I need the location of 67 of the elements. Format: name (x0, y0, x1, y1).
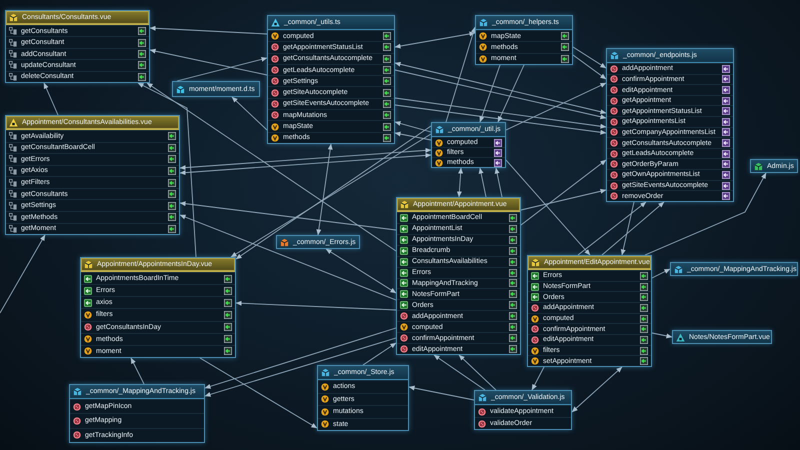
module-card (475, 15, 573, 65)
connector-arrow (394, 62, 606, 114)
file-card (750, 159, 798, 173)
module-card (69, 384, 205, 443)
connector-arrow (456, 168, 464, 198)
connector-arrow (138, 82, 196, 258)
connector-arrow (506, 82, 606, 130)
connector-arrow (434, 354, 486, 390)
connector-arrow (578, 202, 646, 256)
connector-arrow (520, 188, 606, 210)
connector-arrow (394, 70, 606, 120)
connector-arrow (394, 98, 606, 129)
module-card (527, 255, 652, 367)
connector-arrow (394, 121, 432, 132)
module-card (5, 10, 150, 83)
connector-arrow (146, 82, 396, 252)
connector-arrow (394, 104, 606, 135)
connector-arrow (652, 332, 672, 338)
connector-arrow (408, 386, 474, 400)
file-card (172, 81, 260, 97)
connector-arrow (532, 366, 544, 390)
file-card (276, 235, 360, 249)
connector-arrow (520, 160, 606, 226)
connector-arrow (572, 46, 606, 68)
connector-arrow (150, 48, 268, 76)
connector-arrow (572, 366, 622, 412)
connector-arrow (180, 201, 396, 230)
connector-arrow (506, 160, 590, 256)
connector-arrow (232, 96, 268, 130)
connector-arrow (494, 168, 502, 198)
connector-arrow (572, 54, 606, 80)
connector-arrow (236, 300, 396, 310)
connector-arrow (150, 26, 268, 34)
connector-arrow (652, 268, 670, 278)
file-card (670, 262, 798, 276)
connector-arrow (130, 358, 144, 384)
connector-arrow (204, 338, 396, 397)
connector-arrow (326, 248, 396, 294)
connector-arrow (44, 82, 58, 116)
connector-arrow (498, 64, 524, 122)
connector-arrow (394, 32, 476, 48)
file-card (672, 330, 772, 344)
connector-arrow (0, 234, 46, 314)
connector-arrow (180, 152, 432, 176)
module-card (5, 115, 180, 235)
connector-arrow (602, 202, 664, 256)
connector-arrow (180, 214, 396, 300)
connector-arrow (458, 354, 496, 390)
connector-arrow (200, 358, 318, 428)
module-card (396, 197, 521, 355)
module-card (267, 15, 395, 144)
connector-arrow (620, 202, 634, 256)
connector-arrow (478, 168, 486, 198)
module-card (80, 257, 236, 358)
module-card (317, 365, 409, 431)
connector-arrow (480, 64, 500, 122)
connector-arrow (644, 172, 766, 256)
connector-arrow (446, 26, 476, 122)
connector-arrow (316, 144, 333, 236)
module-card (431, 122, 506, 168)
connector-arrow (362, 342, 396, 366)
connector-arrow (176, 56, 268, 82)
module-card (474, 390, 572, 430)
module-card (606, 48, 734, 202)
connector-arrow (180, 148, 432, 170)
connector-arrow (394, 132, 432, 140)
connector-arrow (204, 328, 396, 389)
